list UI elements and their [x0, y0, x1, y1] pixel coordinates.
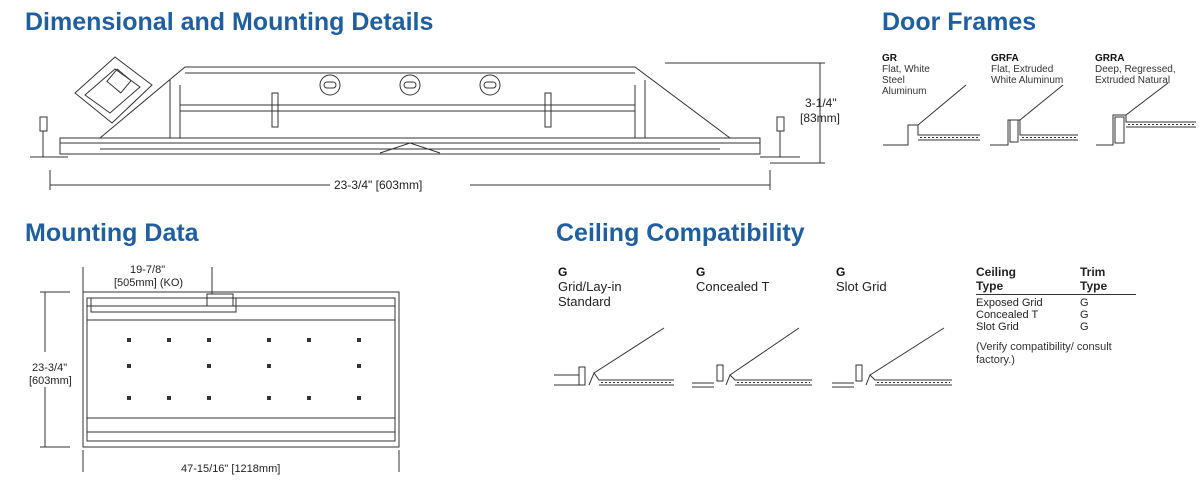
frame-desc-line: Aluminum	[882, 86, 927, 97]
ceiling-title: Ceiling Compatibility	[556, 219, 805, 247]
row-trim: G	[1080, 309, 1089, 321]
door-frame-grfa: GRFA Flat, Extruded White Aluminum	[991, 53, 1091, 86]
table-header-ceiling: Ceiling Type	[976, 265, 1016, 293]
frame-code: GRFA	[991, 53, 1019, 64]
side-height-label-2: [83mm]	[800, 111, 841, 125]
table-row: Slot Grid G	[976, 321, 1136, 333]
table-header-row: Ceiling Type Trim Type	[976, 265, 1136, 295]
ceiling-type-slot: G Slot Grid	[836, 265, 956, 294]
frame-desc-line: White Aluminum	[991, 75, 1064, 86]
row-trim: G	[1080, 321, 1089, 333]
ceiling-desc-line: Concealed T	[696, 279, 770, 294]
row-ceiling: Slot Grid	[976, 321, 1019, 333]
table-row: Concealed T G	[976, 309, 1136, 321]
ceiling-desc-line: Grid/Lay-in	[558, 279, 622, 294]
door-frame-profiles	[878, 80, 1196, 155]
ceiling-desc-line: Slot Grid	[836, 279, 887, 294]
table-row: Exposed Grid G	[976, 297, 1136, 309]
side-view-drawing	[30, 56, 840, 195]
ceiling-code: G	[836, 265, 846, 279]
frame-code: GRRA	[1095, 53, 1125, 64]
ceiling-type-grid: G Grid/Lay-in Standard	[558, 265, 678, 309]
side-height-label-1: 3-1/4"	[805, 96, 837, 110]
ceiling-code: G	[696, 265, 706, 279]
table-note: (Verify compatibility/ consult factory.)	[976, 341, 1136, 367]
door-frame-grra: GRRA Deep, Regressed, Extruded Natural	[1095, 53, 1195, 86]
plan-ko-label-1: 19-7/8"	[130, 264, 166, 276]
plan-height-label-1: 23-3/4"	[32, 362, 68, 374]
note-line: (Verify compatibility/ consult	[976, 341, 1112, 353]
side-width-label: 23-3/4" [603mm]	[334, 178, 423, 192]
ceiling-type-concealed: G Concealed T	[696, 265, 816, 294]
frame-code: GR	[882, 53, 897, 64]
plan-ko-label-2: [505mm] (KO)	[114, 277, 184, 289]
row-trim: G	[1080, 297, 1089, 309]
frame-desc-line: Steel	[882, 75, 905, 86]
door-frames-title: Door Frames	[882, 8, 1037, 36]
ceiling-code: G	[558, 265, 568, 279]
frame-desc-line: Flat, Extruded	[991, 64, 1054, 75]
row-ceiling: Concealed T	[976, 309, 1039, 321]
mounting-title: Mounting Data	[25, 219, 199, 247]
header-line: Type	[1080, 279, 1108, 293]
plan-height-label-2: [603mm]	[29, 375, 72, 387]
header-line: Ceiling	[976, 265, 1017, 279]
frame-desc-line: Extruded Natural	[1095, 75, 1171, 86]
header-line: Type	[976, 279, 1004, 293]
ceiling-desc-line: Standard	[558, 294, 611, 309]
ceiling-profiles	[554, 325, 959, 395]
header-line: Trim	[1080, 265, 1106, 279]
plan-width-label: 47-15/16" [1218mm]	[181, 463, 281, 475]
frame-desc-line: Flat, White	[882, 64, 930, 75]
note-line: factory.)	[976, 354, 1015, 366]
plan-view-drawing	[35, 262, 415, 474]
row-ceiling: Exposed Grid	[976, 297, 1043, 309]
table-header-trim: Trim Type	[1080, 265, 1136, 293]
frame-desc-line: Deep, Regressed,	[1095, 64, 1176, 75]
dimensional-title: Dimensional and Mounting Details	[25, 8, 434, 36]
compatibility-table: Ceiling Type Trim Type Exposed Grid G Co…	[976, 265, 1136, 367]
door-frame-gr: GR Flat, White Steel Aluminum	[882, 53, 982, 97]
